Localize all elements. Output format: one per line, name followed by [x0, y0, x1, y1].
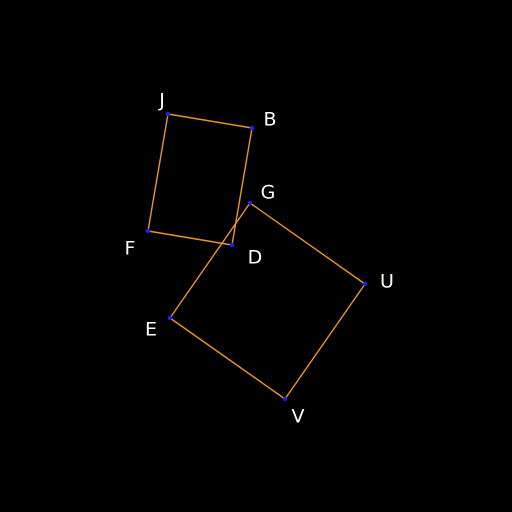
edge-VE: [169, 317, 286, 400]
edge-FJ: [147, 113, 169, 232]
vertex-label-B: B: [263, 109, 276, 131]
vertex-D: [229, 242, 235, 248]
edge-BD: [231, 127, 253, 246]
vertex-B: [249, 125, 255, 131]
edge-UV: [284, 283, 366, 400]
vertex-G: [247, 200, 253, 206]
vertex-F: [145, 228, 151, 234]
vertex-label-V: V: [292, 406, 305, 428]
vertices-layer: [145, 111, 368, 402]
vertex-label-F: F: [125, 238, 136, 260]
edge-EG: [169, 202, 251, 319]
vertex-label-J: J: [158, 90, 165, 112]
vertex-label-U: U: [380, 271, 394, 293]
vertex-V: [282, 396, 288, 402]
vertex-J: [165, 111, 171, 117]
vertex-label-D: D: [248, 247, 263, 269]
labels-layer: J B D F G U V E: [125, 90, 394, 428]
edge-DF: [147, 230, 233, 246]
vertex-E: [167, 315, 173, 321]
vertex-label-E: E: [145, 319, 157, 341]
vertex-U: [362, 281, 368, 287]
vertex-label-G: G: [261, 182, 276, 204]
edge-JB: [167, 113, 253, 129]
edge-GU: [249, 202, 366, 285]
edges-layer: [147, 113, 366, 400]
